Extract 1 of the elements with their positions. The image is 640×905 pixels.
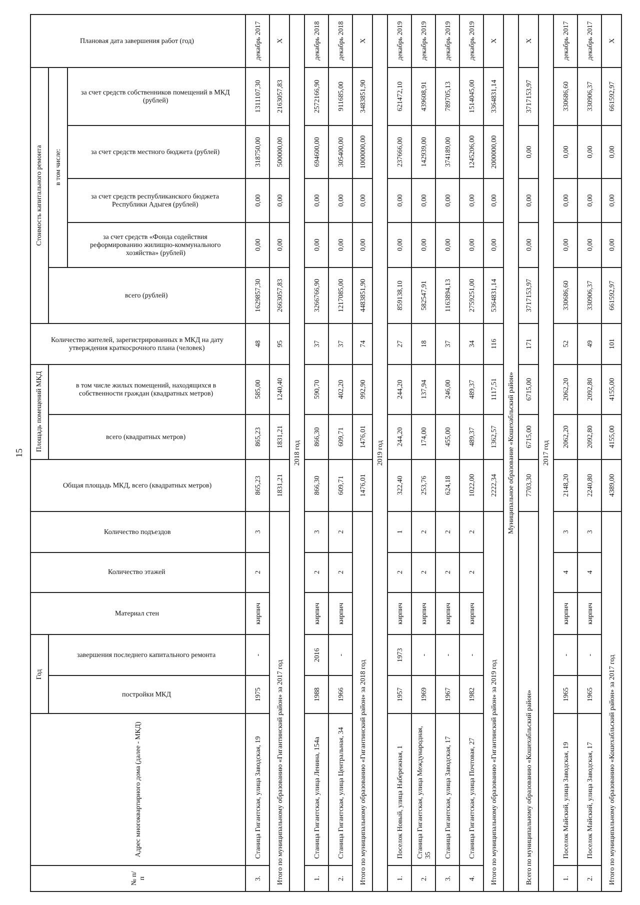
page-number: 15 [14, 448, 24, 458]
